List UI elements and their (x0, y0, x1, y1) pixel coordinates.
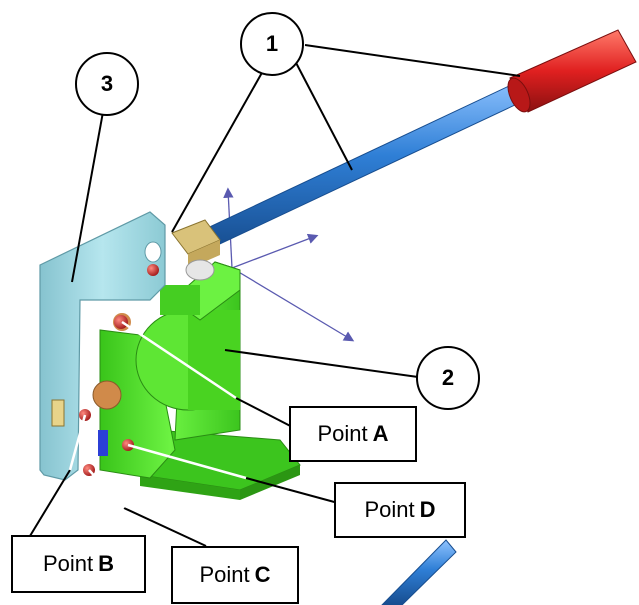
point-b-letter: B (98, 551, 115, 576)
point-d-letter: D (419, 497, 436, 522)
point-c-letter: C (254, 562, 271, 587)
lever-block (171, 219, 221, 281)
lever-grip (507, 29, 637, 113)
point-a-letter: A (372, 421, 389, 446)
callout-3-number: 3 (100, 71, 114, 96)
point-d-prefix: Point (364, 497, 415, 522)
point-c-prefix: Point (199, 562, 250, 587)
pointer-lines (68, 320, 247, 509)
side-bracket (98, 430, 108, 456)
side-bushing (51, 399, 65, 427)
lever-rod (198, 77, 535, 251)
callout-3: 3 (75, 52, 139, 116)
link-plate (39, 211, 166, 481)
rod-fragment (381, 539, 457, 605)
point-a-prefix: Point (317, 421, 368, 446)
callout-1-number: 1 (265, 31, 279, 56)
callout-1: 1 (240, 12, 304, 76)
pump-body (92, 261, 301, 500)
callout-2: 2 (416, 346, 480, 410)
pin-a (114, 315, 128, 329)
point-b-prefix: Point (42, 551, 94, 576)
callout-2-number: 2 (441, 365, 455, 390)
pin-top (147, 264, 159, 276)
